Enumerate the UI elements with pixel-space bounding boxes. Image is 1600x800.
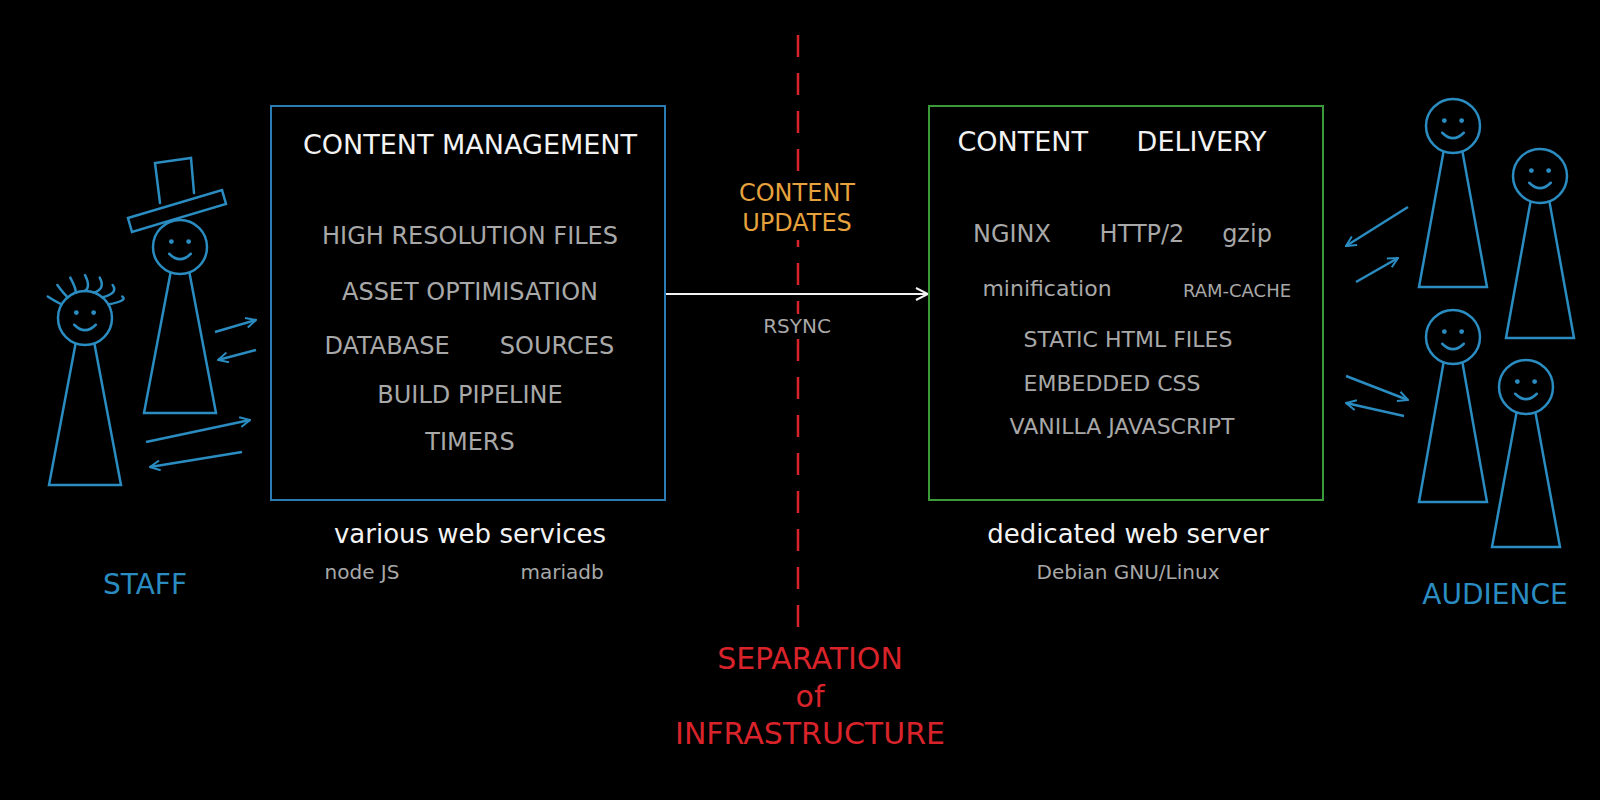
person-figure bbox=[1419, 310, 1487, 502]
item-text: NGINX bbox=[973, 220, 1051, 249]
boundary-label: SEPARATION of INFRASTRUCTURE bbox=[630, 640, 990, 753]
box-caption: dedicated web server bbox=[987, 519, 1269, 550]
item-text: TIMERS bbox=[425, 428, 515, 457]
protocol-label: RSYNC bbox=[747, 314, 847, 339]
tech-caption: mariadb bbox=[520, 560, 603, 584]
delivery-box: CONTENT DELIVERY NGINX HTTP/2 gzip minificat… bbox=[928, 105, 1324, 501]
group-label: AUDIENCE bbox=[1400, 577, 1590, 612]
person-figure bbox=[48, 275, 124, 485]
edge-label: CONTENT UPDATES bbox=[708, 176, 886, 240]
item-text: EMBEDDED CSS bbox=[1024, 371, 1201, 397]
interaction-arrow bbox=[150, 452, 242, 467]
flow-arrow bbox=[666, 293, 928, 295]
box-heading: CONTENT MANAGEMENT bbox=[303, 129, 637, 161]
item-text: gzip bbox=[1222, 220, 1272, 249]
interaction-arrow bbox=[218, 350, 256, 360]
item-text: SOURCES bbox=[500, 332, 614, 361]
item-text: RAM-CACHE bbox=[1183, 280, 1291, 302]
item-text: HTTP/2 bbox=[1100, 220, 1185, 249]
group-label: STAFF bbox=[60, 567, 230, 602]
interaction-arrow bbox=[1346, 207, 1408, 246]
item-text: STATIC HTML FILES bbox=[1024, 327, 1233, 353]
item-text: ASSET OPTIMISATION bbox=[342, 278, 598, 307]
interaction-arrow bbox=[215, 320, 256, 332]
management-box: CONTENT MANAGEMENT HIGH RESOLUTION FILES A… bbox=[270, 105, 666, 501]
person-figure bbox=[1506, 149, 1574, 338]
interaction-arrow bbox=[1356, 258, 1398, 282]
item-text: VANILLA JAVASCRIPT bbox=[1010, 414, 1235, 440]
item-text: HIGH RESOLUTION FILES bbox=[322, 222, 618, 251]
tech-caption: Debian GNU/Linux bbox=[1037, 560, 1220, 584]
box-heading: CONTENT DELIVERY bbox=[957, 126, 1266, 158]
item-text: minification bbox=[982, 276, 1111, 302]
interaction-arrow bbox=[146, 420, 250, 442]
interaction-arrow bbox=[1346, 376, 1408, 400]
person-figure bbox=[128, 158, 226, 413]
interaction-arrow bbox=[1346, 403, 1404, 416]
tech-caption: node JS bbox=[325, 560, 400, 584]
item-text: DATABASE bbox=[324, 332, 449, 361]
person-figure bbox=[1492, 360, 1560, 547]
person-figure bbox=[1419, 99, 1487, 287]
box-caption: various web services bbox=[334, 519, 606, 550]
item-text: BUILD PIPELINE bbox=[377, 381, 562, 410]
